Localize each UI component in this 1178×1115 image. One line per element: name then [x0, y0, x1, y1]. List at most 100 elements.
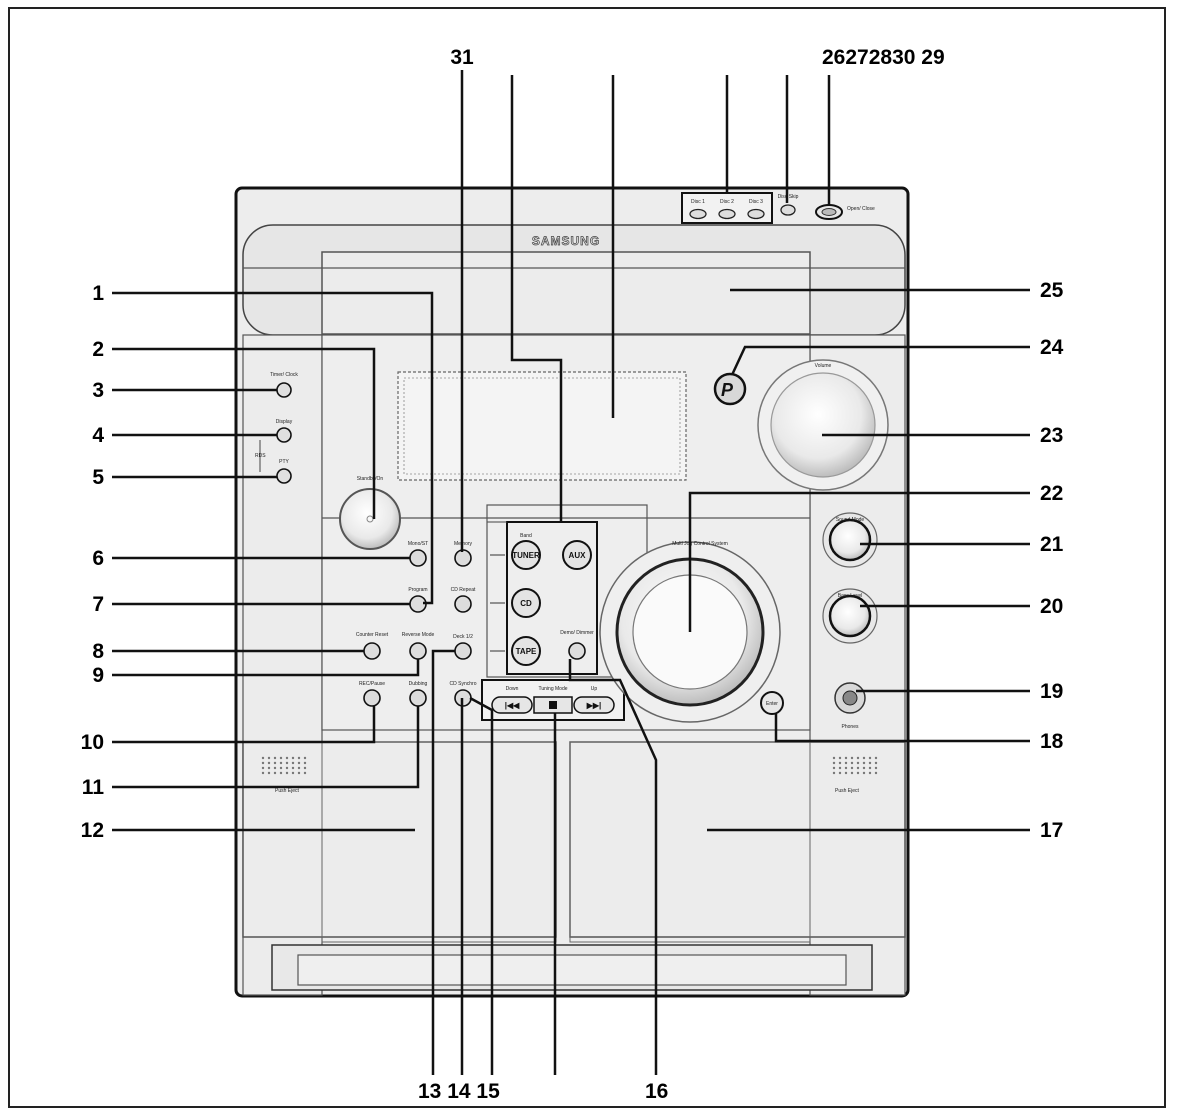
callout-31: 31	[450, 46, 474, 69]
band-label: Band	[520, 533, 532, 539]
grille-dot	[267, 761, 271, 765]
standby-on-button[interactable]	[339, 488, 401, 550]
disc2-button[interactable]	[718, 208, 736, 220]
push-eject-label-right: Push Eject	[835, 788, 860, 794]
enter-button[interactable]	[760, 691, 784, 715]
callout-24: 24	[1040, 336, 1064, 359]
grille-dot	[261, 766, 265, 770]
grille-dot	[279, 766, 283, 770]
disc-skip-button[interactable]	[780, 204, 796, 216]
memory-button[interactable]	[454, 549, 472, 567]
push-eject-label-left: Push Eject	[275, 788, 300, 794]
brand-logo: SAMSUNG	[532, 234, 600, 248]
rds-label: RDS	[255, 453, 266, 459]
callout-21: 21	[1040, 533, 1064, 556]
deck12-label: Deck 1/2	[453, 634, 473, 640]
callout-12: 12	[81, 819, 104, 842]
deck12-button[interactable]	[454, 642, 472, 660]
tuner-label: TUNER	[512, 551, 540, 560]
callout-23: 23	[1040, 424, 1063, 447]
p-button[interactable]	[713, 372, 747, 406]
dubbing-button[interactable]	[409, 689, 427, 707]
disc1-label: Disc 1	[691, 199, 705, 205]
grille-dot	[868, 771, 872, 775]
sound-mode-label: Sound Mode	[836, 517, 865, 523]
grille-dot	[862, 761, 866, 765]
mono-st-label: Mono/ST	[408, 541, 428, 547]
demo-dimmer-button[interactable]	[568, 642, 586, 660]
down-label: Down	[506, 686, 519, 692]
function-selector-group	[506, 521, 598, 675]
grille-dot	[291, 766, 295, 770]
cassette-deck-2	[569, 741, 906, 938]
grille-dot	[273, 771, 277, 775]
disc3-button[interactable]	[747, 208, 765, 220]
grille-dot	[279, 761, 283, 765]
grille-dot	[874, 761, 878, 765]
grille-dot	[844, 771, 848, 775]
cd-button[interactable]	[511, 588, 541, 618]
stop-icon	[549, 701, 557, 709]
cd-repeat-label: CD Repeat	[451, 587, 476, 593]
rec-pause-button[interactable]	[363, 689, 381, 707]
pty-button[interactable]	[276, 468, 292, 484]
grille-dot	[844, 766, 848, 770]
timer-clock-button[interactable]	[276, 382, 292, 398]
grille-dot	[261, 771, 265, 775]
tuner-button[interactable]	[511, 540, 541, 570]
counter-reset-button[interactable]	[363, 642, 381, 660]
callout-13-14-15: 13 14 15	[418, 1080, 500, 1103]
mono-st-button[interactable]	[409, 549, 427, 567]
callout-8: 8	[92, 640, 104, 663]
open-close-label: Open/ Close	[847, 206, 875, 212]
callout-labels: 26272830 29 31 1 2 3 4 5 6 7 8 9 10 11 1…	[81, 46, 1064, 1103]
grille-dot	[868, 756, 872, 760]
grille-dot	[279, 756, 283, 760]
grille-dot	[850, 756, 854, 760]
down-button[interactable]	[491, 696, 533, 714]
skip-back-icon: |◀◀	[505, 701, 520, 710]
cd-synchro-label: CD Synchro	[450, 681, 477, 687]
grille-dot	[838, 761, 842, 765]
multi-jog-label: Multi Jog Control System	[672, 541, 728, 547]
grille-dot	[874, 766, 878, 770]
grille-dot	[297, 756, 301, 760]
callout-22: 22	[1040, 482, 1063, 505]
reverse-mode-button[interactable]	[409, 642, 427, 660]
grille-dot	[267, 766, 271, 770]
aux-button[interactable]	[562, 540, 592, 570]
dubbing-label: Dubbing	[409, 681, 428, 687]
tuning-mode-label: Tuning Mode	[539, 686, 568, 692]
grille-dot	[291, 761, 295, 765]
disc1-button[interactable]	[689, 208, 707, 220]
p-button-label: P	[721, 380, 734, 400]
grille-dot	[856, 761, 860, 765]
grille-dot	[862, 756, 866, 760]
grille-dot	[844, 761, 848, 765]
grille-dot	[844, 756, 848, 760]
callout-4: 4	[92, 424, 104, 447]
grille-dot	[279, 771, 283, 775]
display-button[interactable]	[276, 427, 292, 443]
callout-18: 18	[1040, 730, 1064, 753]
standby-label: Standby/On	[357, 476, 384, 482]
tape-button[interactable]	[511, 636, 541, 666]
grille-dot	[303, 766, 307, 770]
sound-mode-knob[interactable]	[828, 518, 872, 562]
up-button[interactable]	[573, 696, 615, 714]
callout-26-29: 26272830 29	[822, 46, 945, 69]
cd-repeat-button[interactable]	[454, 595, 472, 613]
grille-dot	[291, 771, 295, 775]
pty-label: PTY	[279, 459, 289, 465]
grille-dot	[856, 756, 860, 760]
grille-dot	[832, 766, 836, 770]
callout-2: 2	[92, 338, 104, 361]
bass-level-knob[interactable]	[828, 594, 872, 638]
volume-knob[interactable]	[770, 372, 876, 478]
grille-dot	[267, 756, 271, 760]
grille-dot	[267, 771, 271, 775]
grille-dot	[874, 771, 878, 775]
reverse-mode-label: Reverse Mode	[402, 632, 435, 638]
grille-dot	[868, 761, 872, 765]
grille-dot	[273, 766, 277, 770]
